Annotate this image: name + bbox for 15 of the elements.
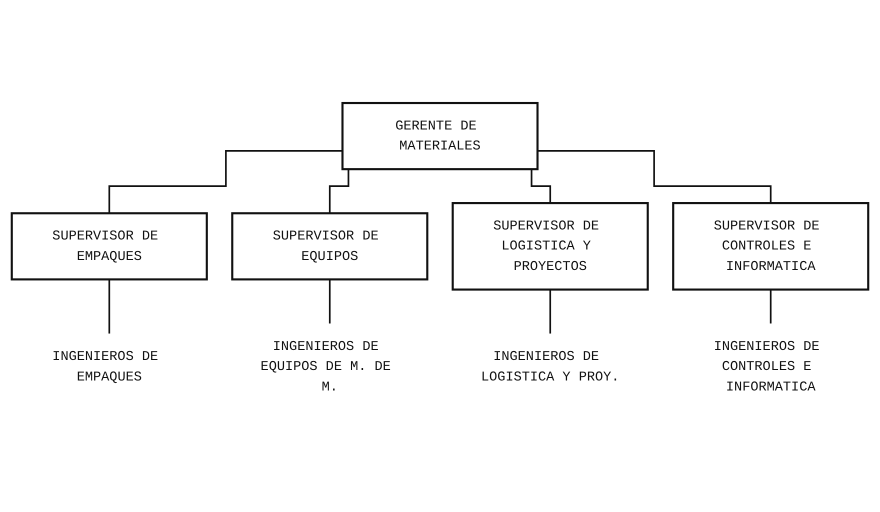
node-box: SUPERVISOR DE EQUIPOS [231, 212, 428, 280]
connector [549, 288, 552, 334]
node-text: INGENIEROS DE EQUIPOS DE M. DE M. [260, 338, 391, 394]
node-text: INGENIEROS DE LOGISTICA Y PROY. [481, 348, 620, 384]
node-box: SUPERVISOR DE EMPAQUES [10, 212, 208, 280]
connector [108, 278, 110, 334]
connector [328, 278, 331, 324]
node-box: SUPERVISOR DE CONTROLES E INFORMATICA [672, 202, 870, 290]
connector [538, 150, 772, 204]
node-text: INGENIEROS DE CONTROLES E INFORMATICA [714, 338, 820, 394]
connector [770, 288, 772, 324]
node-text: INGENIEROS DE EMPAQUES [52, 348, 158, 384]
node-box: GERENTE DE MATERIALES [341, 101, 539, 170]
node-box: SUPERVISOR DE LOGISTICA Y PROYECTOS [452, 202, 649, 290]
connector [108, 150, 342, 214]
